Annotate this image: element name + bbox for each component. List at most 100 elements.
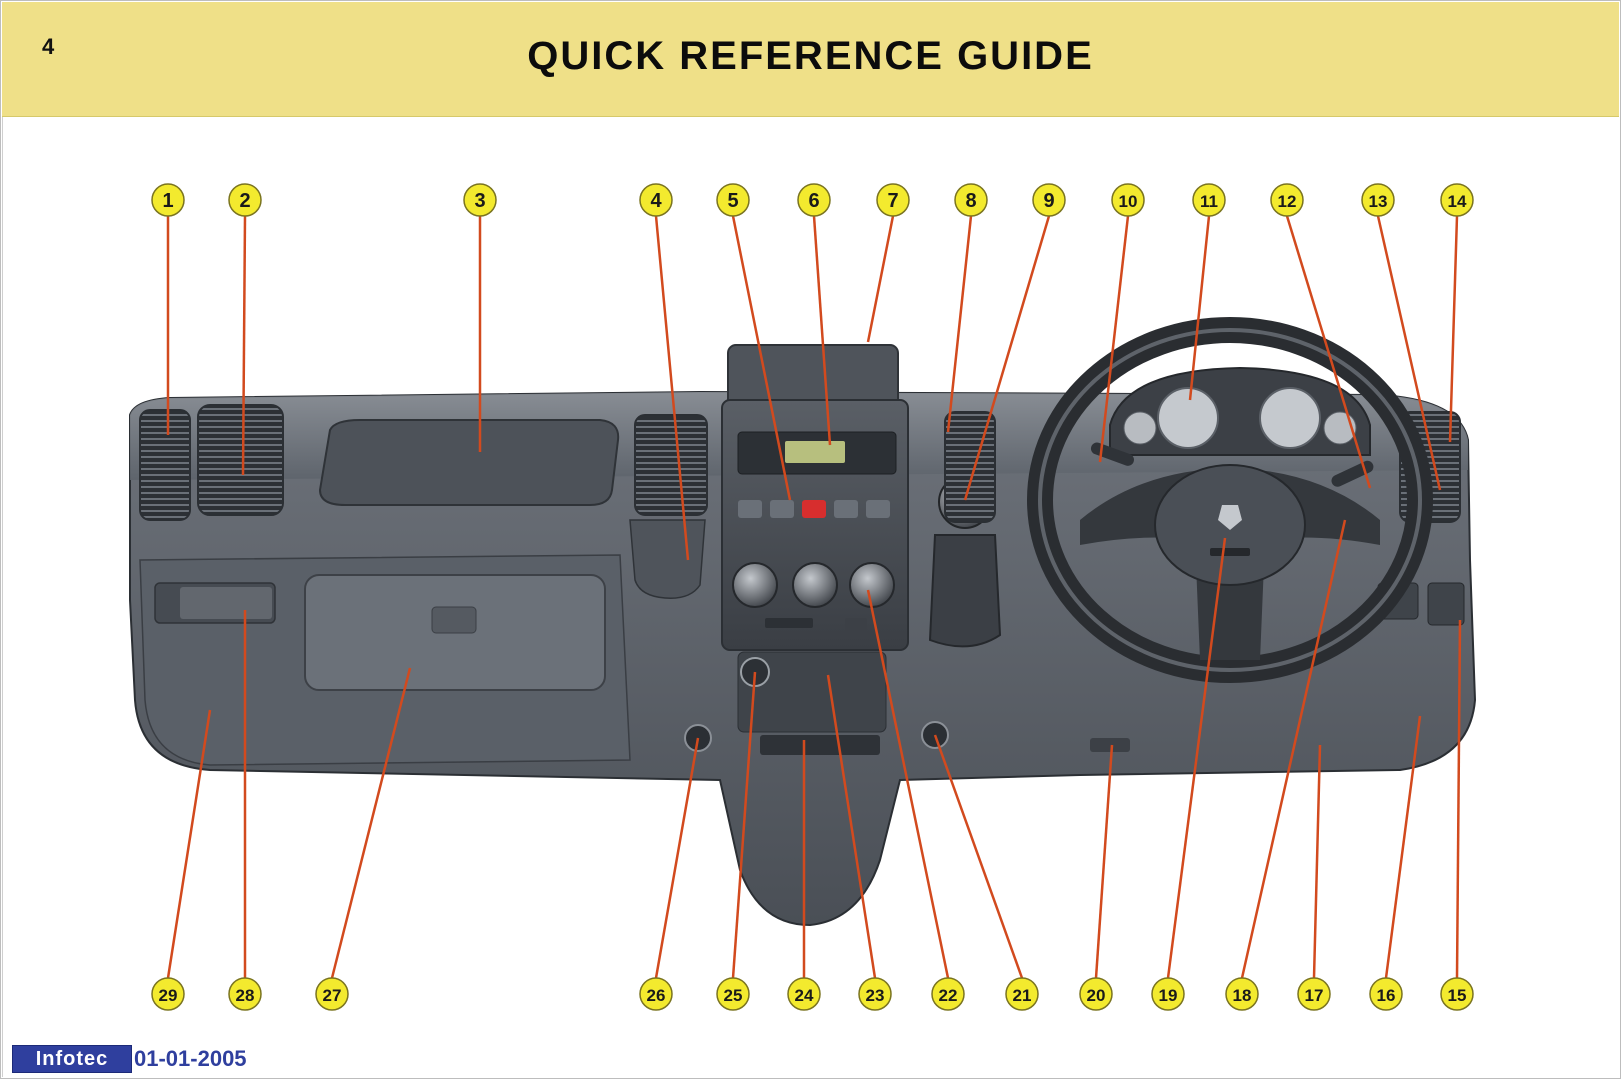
leader-line-6 bbox=[812, 215, 832, 446]
callout-circle bbox=[716, 977, 750, 1011]
callout-circle bbox=[787, 977, 821, 1011]
callout-circle bbox=[315, 977, 349, 1011]
leader-line-8 bbox=[946, 215, 973, 433]
callout-circle bbox=[228, 977, 262, 1011]
callout-circle bbox=[1005, 977, 1039, 1011]
callout-number: 28 bbox=[236, 986, 255, 1005]
left-vents bbox=[139, 404, 284, 521]
callout-8: 8 bbox=[954, 183, 988, 217]
leader-line-19 bbox=[1166, 537, 1227, 979]
page-title: QUICK REFERENCE GUIDE bbox=[527, 34, 1094, 78]
callout-2: 2 bbox=[228, 183, 262, 217]
callout-circle bbox=[463, 183, 497, 217]
callout-number: 9 bbox=[1043, 190, 1054, 212]
leader-line-20 bbox=[1094, 744, 1114, 979]
leader-line-9 bbox=[963, 215, 1051, 501]
callout-12: 12 bbox=[1270, 183, 1304, 217]
footer-date: 01-01-2005 bbox=[134, 1046, 247, 1071]
header-band: 4 bbox=[2, 2, 1619, 117]
callout-circle bbox=[954, 183, 988, 217]
callout-28: 28 bbox=[228, 977, 262, 1011]
cup-holder bbox=[629, 519, 706, 599]
callout-18: 18 bbox=[1225, 977, 1259, 1011]
center-left-vent bbox=[634, 414, 708, 516]
leader-line-12 bbox=[1285, 215, 1372, 489]
leader-line-2 bbox=[241, 215, 247, 476]
leader-line-10 bbox=[1098, 215, 1130, 463]
callout-circle bbox=[858, 977, 892, 1011]
leader-line-21 bbox=[933, 734, 1024, 979]
leader-lines bbox=[166, 215, 1462, 979]
callout-number: 1 bbox=[162, 190, 173, 212]
instrument-cluster bbox=[1109, 366, 1371, 456]
callout-number: 23 bbox=[866, 986, 885, 1005]
callout-1: 1 bbox=[151, 183, 185, 217]
callout-circle bbox=[1111, 183, 1145, 217]
callout-number: 17 bbox=[1305, 986, 1324, 1005]
callout-number: 7 bbox=[887, 190, 898, 212]
callout-circle bbox=[1297, 977, 1331, 1011]
callout-15: 15 bbox=[1440, 977, 1474, 1011]
callout-circle bbox=[931, 977, 965, 1011]
leader-line-14 bbox=[1448, 215, 1459, 443]
leader-line-15 bbox=[1455, 619, 1462, 979]
callout-number: 8 bbox=[965, 190, 976, 212]
leader-line-11 bbox=[1188, 215, 1211, 401]
callout-number: 13 bbox=[1369, 192, 1388, 211]
leader-line-22 bbox=[866, 589, 950, 979]
callout-9: 9 bbox=[1032, 183, 1066, 217]
callout-number: 15 bbox=[1448, 986, 1467, 1005]
leader-line-17 bbox=[1312, 744, 1322, 979]
callout-number: 22 bbox=[939, 986, 958, 1005]
leader-line-5 bbox=[731, 215, 792, 501]
callout-17: 17 bbox=[1297, 977, 1331, 1011]
leader-line-26 bbox=[654, 737, 700, 979]
callout-24: 24 bbox=[787, 977, 821, 1011]
callout-circle bbox=[151, 977, 185, 1011]
callout-number: 24 bbox=[795, 986, 814, 1005]
callout-23: 23 bbox=[858, 977, 892, 1011]
callout-circle bbox=[1361, 183, 1395, 217]
callout-10: 10 bbox=[1111, 183, 1145, 217]
callout-number: 12 bbox=[1278, 192, 1297, 211]
right-centre-vent bbox=[944, 411, 996, 523]
left-border bbox=[2, 117, 3, 1077]
callout-number: 4 bbox=[650, 190, 662, 212]
callout-14: 14 bbox=[1440, 183, 1474, 217]
callout-number: 27 bbox=[323, 986, 342, 1005]
callout-number: 29 bbox=[159, 986, 178, 1005]
leader-line-25 bbox=[731, 671, 757, 979]
callout-3: 3 bbox=[463, 183, 497, 217]
leader-line-29 bbox=[166, 709, 212, 979]
leader-line-27 bbox=[330, 667, 412, 979]
callout-number: 14 bbox=[1448, 192, 1467, 211]
callout-16: 16 bbox=[1369, 977, 1403, 1011]
callout-19: 19 bbox=[1151, 977, 1185, 1011]
leader-line-18 bbox=[1240, 519, 1347, 979]
callout-26: 26 bbox=[639, 977, 673, 1011]
callout-21: 21 bbox=[1005, 977, 1039, 1011]
callout-circle bbox=[1151, 977, 1185, 1011]
callout-circle bbox=[639, 183, 673, 217]
callout-circle bbox=[1369, 977, 1403, 1011]
leader-line-16 bbox=[1384, 715, 1422, 979]
callout-number: 11 bbox=[1200, 192, 1218, 211]
callout-number: 3 bbox=[474, 190, 485, 212]
callout-circle bbox=[1270, 183, 1304, 217]
callout-13: 13 bbox=[1361, 183, 1395, 217]
callout-circle bbox=[797, 183, 831, 217]
callout-29: 29 bbox=[151, 977, 185, 1011]
leader-line-4 bbox=[654, 215, 690, 561]
infotec-logo: Infotec bbox=[12, 1045, 132, 1073]
leader-line-23 bbox=[826, 674, 877, 979]
callout-number: 26 bbox=[647, 986, 666, 1005]
callout-25: 25 bbox=[716, 977, 750, 1011]
callout-27: 27 bbox=[315, 977, 349, 1011]
callout-circle bbox=[1440, 977, 1474, 1011]
callout-number: 25 bbox=[724, 986, 743, 1005]
callout-number: 20 bbox=[1087, 986, 1106, 1005]
callout-circle bbox=[716, 183, 750, 217]
callout-11: 11 bbox=[1192, 183, 1226, 217]
